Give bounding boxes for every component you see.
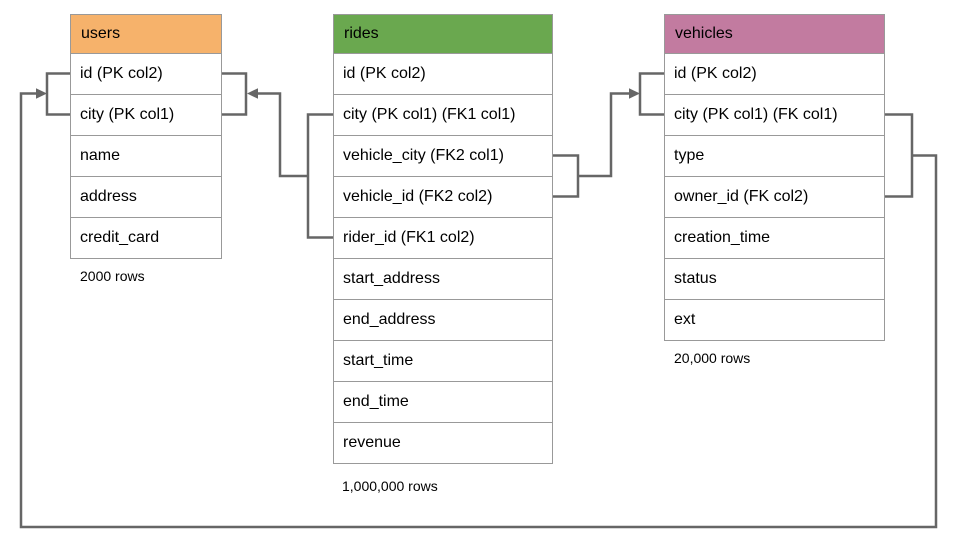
- users-column-credit-card: credit_card: [80, 229, 160, 246]
- vehicles-column-status: status: [665, 259, 884, 300]
- rides-column-vehicle-city: vehicle_city (FK2 col1): [334, 136, 552, 177]
- fk2-rides-bracket: [553, 154, 580, 198]
- rides-column-end-time: end_time: [334, 382, 552, 423]
- rides-column-rider-id: rider_id (FK1 col2): [334, 218, 552, 259]
- rides-column-id: id (PK col2): [334, 54, 552, 95]
- rides-column-start-address: start_address: [334, 259, 552, 300]
- vehicles-column-city: city (PK col1) (FK col1): [665, 95, 884, 136]
- users-column-id: id (PK col2): [71, 54, 221, 95]
- fk-connector-vehicles-to-users: [19, 72, 938, 529]
- vehicles-column-id: id (PK col2): [665, 54, 884, 95]
- table-users-header: users: [71, 15, 221, 54]
- fk-arrowhead-icon: [36, 88, 47, 99]
- table-vehicles-header: vehicles: [665, 15, 884, 54]
- fk-trunk: [19, 92, 938, 529]
- table-vehicles: vehicles id (PK col2) city (PK col1) (FK…: [664, 14, 885, 341]
- fk1-users-bracket: [221, 72, 248, 116]
- users-row-count: 2000 rows: [80, 268, 145, 284]
- rides-column-end-address: end_address: [334, 300, 552, 341]
- fk1-trunk: [257, 92, 308, 178]
- fk2-vehicles-bracket: [638, 72, 665, 116]
- fk1-arrowhead-icon: [247, 88, 258, 99]
- rides-column-vehicle-id: vehicle_id (FK2 col2): [334, 177, 552, 218]
- fk1-rides-bracket: [306, 113, 333, 239]
- rides-column-city: city (PK col1) (FK1 col1): [334, 95, 552, 136]
- vehicles-column-type: type: [665, 136, 884, 177]
- vehicles-row-count: 20,000 rows: [674, 350, 751, 366]
- users-column-address: address: [71, 177, 221, 218]
- fk-users-bracket: [45, 72, 71, 116]
- fk2-arrowhead-icon: [629, 88, 640, 99]
- users-column-name: name: [71, 136, 221, 177]
- table-rides: rides id (PK col2) city (PK col1) (FK1 c…: [333, 14, 553, 464]
- vehicles-column-creation-time: creation_time: [665, 218, 884, 259]
- fk2-connector-rides-to-vehicles: [553, 72, 665, 198]
- users-column-city: city (PK col1): [71, 95, 221, 136]
- rides-column-start-time: start_time: [334, 341, 552, 382]
- fk1-connector-rides-to-users: [221, 72, 333, 239]
- fk2-trunk: [578, 92, 630, 178]
- table-users: users id (PK col2) city (PK col1) name a…: [70, 14, 222, 259]
- fk-vehicles-bracket: [884, 113, 914, 198]
- rides-column-revenue: revenue: [343, 434, 401, 451]
- vehicles-column-owner-id: owner_id (FK col2): [665, 177, 884, 218]
- table-rides-header: rides: [334, 15, 552, 54]
- vehicles-column-ext: ext: [674, 311, 696, 328]
- rides-row-count: 1,000,000 rows: [342, 478, 438, 494]
